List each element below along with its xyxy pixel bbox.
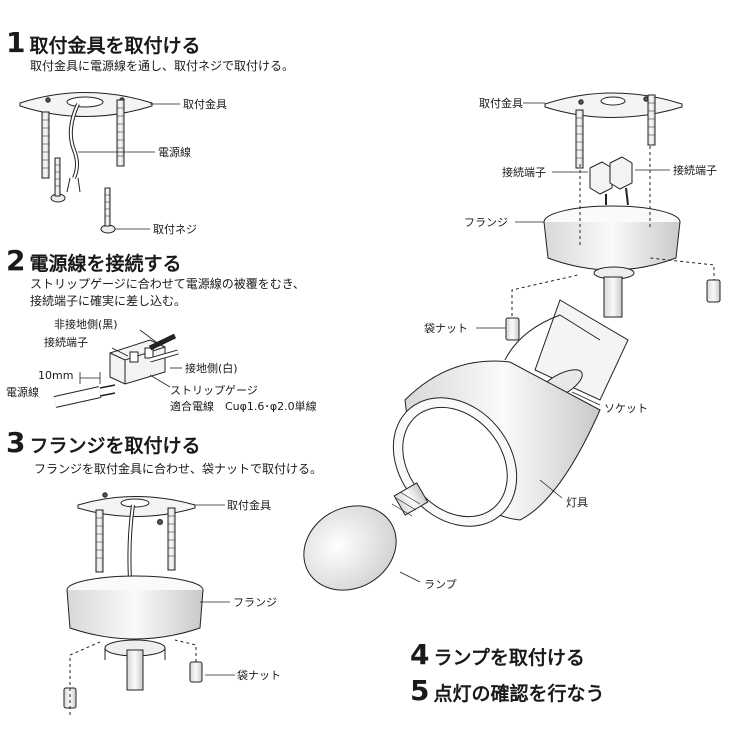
step3-illustration xyxy=(63,492,235,715)
step2-description-line2: 接続端子に確実に差し込む。 xyxy=(30,294,187,308)
step2-number: 2 xyxy=(6,244,26,277)
label-bracket-right: 取付金具 xyxy=(479,97,523,110)
step2-title: 電源線を接続する xyxy=(29,253,182,275)
step5-title: 点灯の確認を行なう xyxy=(433,683,605,705)
step3-description: フランジを取付金具に合わせ、袋ナットで取付ける。 xyxy=(34,462,323,476)
step3-title: フランジを取付ける xyxy=(29,435,201,457)
step3-number: 3 xyxy=(6,426,26,459)
step4-title: ランプを取付ける xyxy=(433,647,585,669)
label-lamp: ランプ xyxy=(424,578,457,591)
label-socket: ソケット xyxy=(604,402,648,415)
label-terminal-left: 接続端子 xyxy=(502,166,546,179)
label-cap-nut-right: 袋ナット xyxy=(424,322,468,335)
label-ground: 接地側(白) xyxy=(185,362,238,375)
label-cap-nut-step3: 袋ナット xyxy=(237,669,281,682)
label-strip-gauge: ストリップゲージ xyxy=(170,384,258,397)
label-power-wire-step2: 電源線 xyxy=(6,386,39,399)
label-length: 10mm xyxy=(38,369,74,382)
fixture-illustration xyxy=(303,92,721,591)
step5-number: 5 xyxy=(410,674,430,707)
step1-number: 1 xyxy=(6,26,26,59)
label-compatible-wire: 適合電線 Cuφ1.6･φ2.0単線 xyxy=(170,400,317,413)
label-fixture: 灯具 xyxy=(566,496,588,509)
label-terminal-step2: 接続端子 xyxy=(44,336,88,349)
label-flange-right: フランジ xyxy=(464,216,508,229)
step1-illustration xyxy=(19,92,180,234)
label-flange-step3: フランジ xyxy=(233,596,277,609)
label-bracket-step3: 取付金具 xyxy=(227,499,271,512)
label-terminal-right: 接続端子 xyxy=(673,164,717,177)
label-non-ground: 非接地側(黒) xyxy=(54,318,118,331)
label-power-wire-step1: 電源線 xyxy=(158,146,191,159)
step2-description-line1: ストリップゲージに合わせて電源線の被覆をむき、 xyxy=(30,277,305,291)
step1-description: 取付金具に電源線を通し、取付ネジで取付ける。 xyxy=(30,59,295,73)
step4-number: 4 xyxy=(410,638,430,671)
step1-title: 取付金具を取付ける xyxy=(29,35,201,57)
label-bracket-step1: 取付金具 xyxy=(183,98,227,111)
step2-illustration xyxy=(53,329,182,408)
label-mount-screw: 取付ネジ xyxy=(153,223,197,236)
